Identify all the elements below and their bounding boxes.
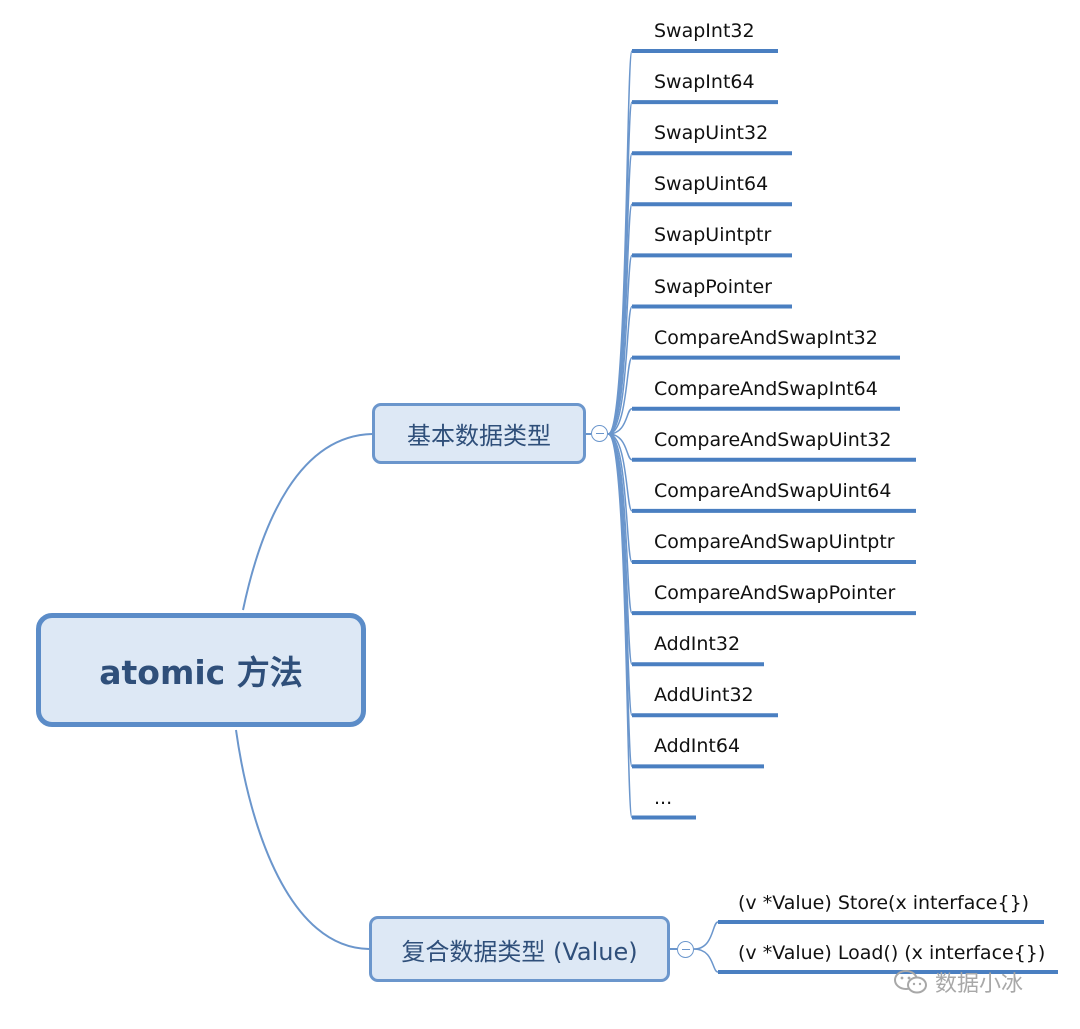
leaf-composite-type[interactable]: (v *Value) Load() (x interface{}) [738, 942, 1046, 964]
connector-composite-leaf [693, 921, 719, 950]
leaf-composite-type[interactable]: (v *Value) Store(x interface{}) [738, 892, 1030, 914]
branch-composite-types-label: 复合数据类型 (Value) [401, 937, 638, 966]
connector-composite-leaf [693, 948, 719, 973]
leaf-basic-type[interactable]: CompareAndSwapUint32 [654, 428, 892, 451]
leaf-basic-type[interactable]: CompareAndSwapPointer [654, 582, 896, 605]
leaf-basic-type[interactable]: AddInt64 [654, 735, 741, 758]
connector-root-basic [242, 433, 373, 611]
leaf-basic-type[interactable]: SwapPointer [654, 275, 772, 298]
leaf-basic-type[interactable]: AddInt32 [654, 633, 741, 656]
connector-basic-leaf [607, 152, 633, 435]
wechat-icon [894, 970, 927, 994]
connector-basic-leaf [607, 433, 633, 512]
leaf-basic-type[interactable]: CompareAndSwapUintptr [654, 531, 895, 553]
connector-basic-leaf [607, 203, 633, 435]
root-node[interactable]: atomic 方法 [36, 613, 366, 727]
connector-basic-leaf [607, 101, 633, 435]
leaf-basic-type[interactable]: CompareAndSwapInt32 [654, 326, 878, 349]
collapse-basic-types-button[interactable] [591, 425, 608, 442]
collapse-composite-types-button[interactable] [677, 941, 694, 958]
leaf-basic-type[interactable]: SwapInt64 [654, 71, 755, 94]
leaf-basic-type[interactable]: CompareAndSwapUint64 [654, 479, 892, 502]
branch-basic-types[interactable]: 基本数据类型 [372, 403, 586, 464]
leaf-basic-type[interactable]: SwapUint64 [654, 173, 769, 196]
connector-basic-leaf [607, 356, 633, 435]
leaf-basic-type[interactable]: CompareAndSwapInt64 [654, 377, 878, 400]
connector-basic-leaf [607, 305, 633, 435]
leaf-basic-type[interactable]: ... [654, 786, 673, 809]
leaf-basic-type[interactable]: SwapUintptr [654, 224, 772, 247]
leaf-basic-type[interactable]: SwapUint32 [654, 122, 769, 145]
watermark: 数据小冰 [893, 966, 1023, 998]
branch-composite-types[interactable]: 复合数据类型 (Value) [369, 916, 670, 982]
connector-basic-leaf [607, 407, 633, 435]
connector-basic-leaf [607, 254, 633, 435]
connector-root-composite [235, 729, 370, 950]
connector-basic-leaf [607, 433, 633, 819]
watermark-text: 数据小冰 [935, 972, 1024, 997]
leaf-basic-type[interactable]: SwapInt32 [654, 20, 755, 42]
root-label: atomic 方法 [99, 653, 303, 692]
branch-basic-types-label: 基本数据类型 [407, 422, 551, 450]
leaf-basic-type[interactable]: AddUint32 [654, 684, 754, 707]
